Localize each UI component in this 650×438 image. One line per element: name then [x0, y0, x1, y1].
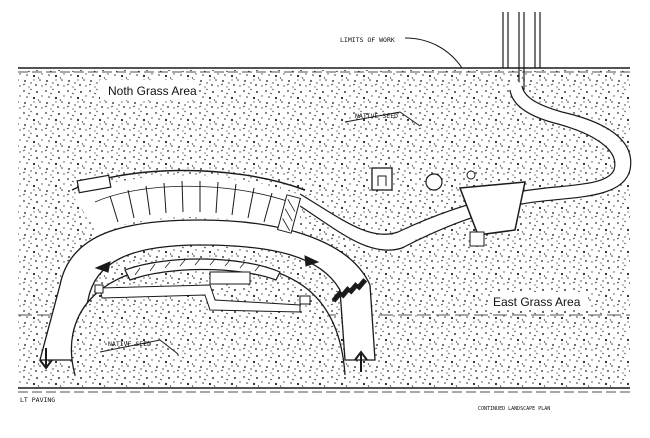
seed-pointers [99, 111, 421, 355]
north-grass-label-bg [100, 80, 198, 100]
north-grass-area-label: Noth Grass Area [108, 84, 197, 98]
parking-sign-structure [76, 174, 112, 194]
restroom-building [458, 181, 526, 236]
arrow-left-icon [94, 261, 111, 273]
wall-segment [209, 271, 251, 285]
kiosk-sign-symbol [377, 175, 387, 186]
tree-symbol [466, 170, 476, 180]
native-seed-label-lower: NATIVE SEED [108, 340, 151, 348]
kiosk-sign [371, 167, 393, 191]
parking-stall-back-line [94, 185, 291, 203]
east-grass-area-label: East Grass Area [493, 295, 581, 309]
paving-label: LT PAVING [20, 396, 55, 404]
east-grass-label-bg [490, 292, 588, 310]
walking-path [293, 81, 630, 249]
walking-path-edge-a [299, 89, 616, 235]
arrow-right-icon [304, 255, 320, 267]
limits-of-work-leader [404, 37, 463, 69]
circle-feature [425, 173, 443, 191]
center-island-hatch [134, 258, 261, 276]
small-pad-2 [299, 295, 311, 305]
native-seed-label-upper: NATIVE SEED [355, 112, 398, 120]
walking-path-edge-b [299, 85, 632, 251]
parking-lot-surface [72, 176, 300, 235]
utility-lines [502, 12, 541, 90]
parking-stalls [109, 180, 273, 223]
crosswalk [331, 278, 368, 303]
limits-of-work-label: LIMITS OF WORK [340, 36, 395, 44]
sidewalk-band [99, 284, 301, 313]
building-walkway [469, 231, 485, 247]
arrow-down-left-icon [39, 348, 53, 370]
arrow-up-right-icon [354, 350, 368, 372]
traffic-arrows [39, 255, 368, 372]
entry-pad [276, 194, 302, 234]
center-island [124, 258, 281, 281]
bottom-note-label: CONTINUED LANDSCAPE PLAN [478, 406, 550, 412]
small-pad [94, 284, 104, 294]
